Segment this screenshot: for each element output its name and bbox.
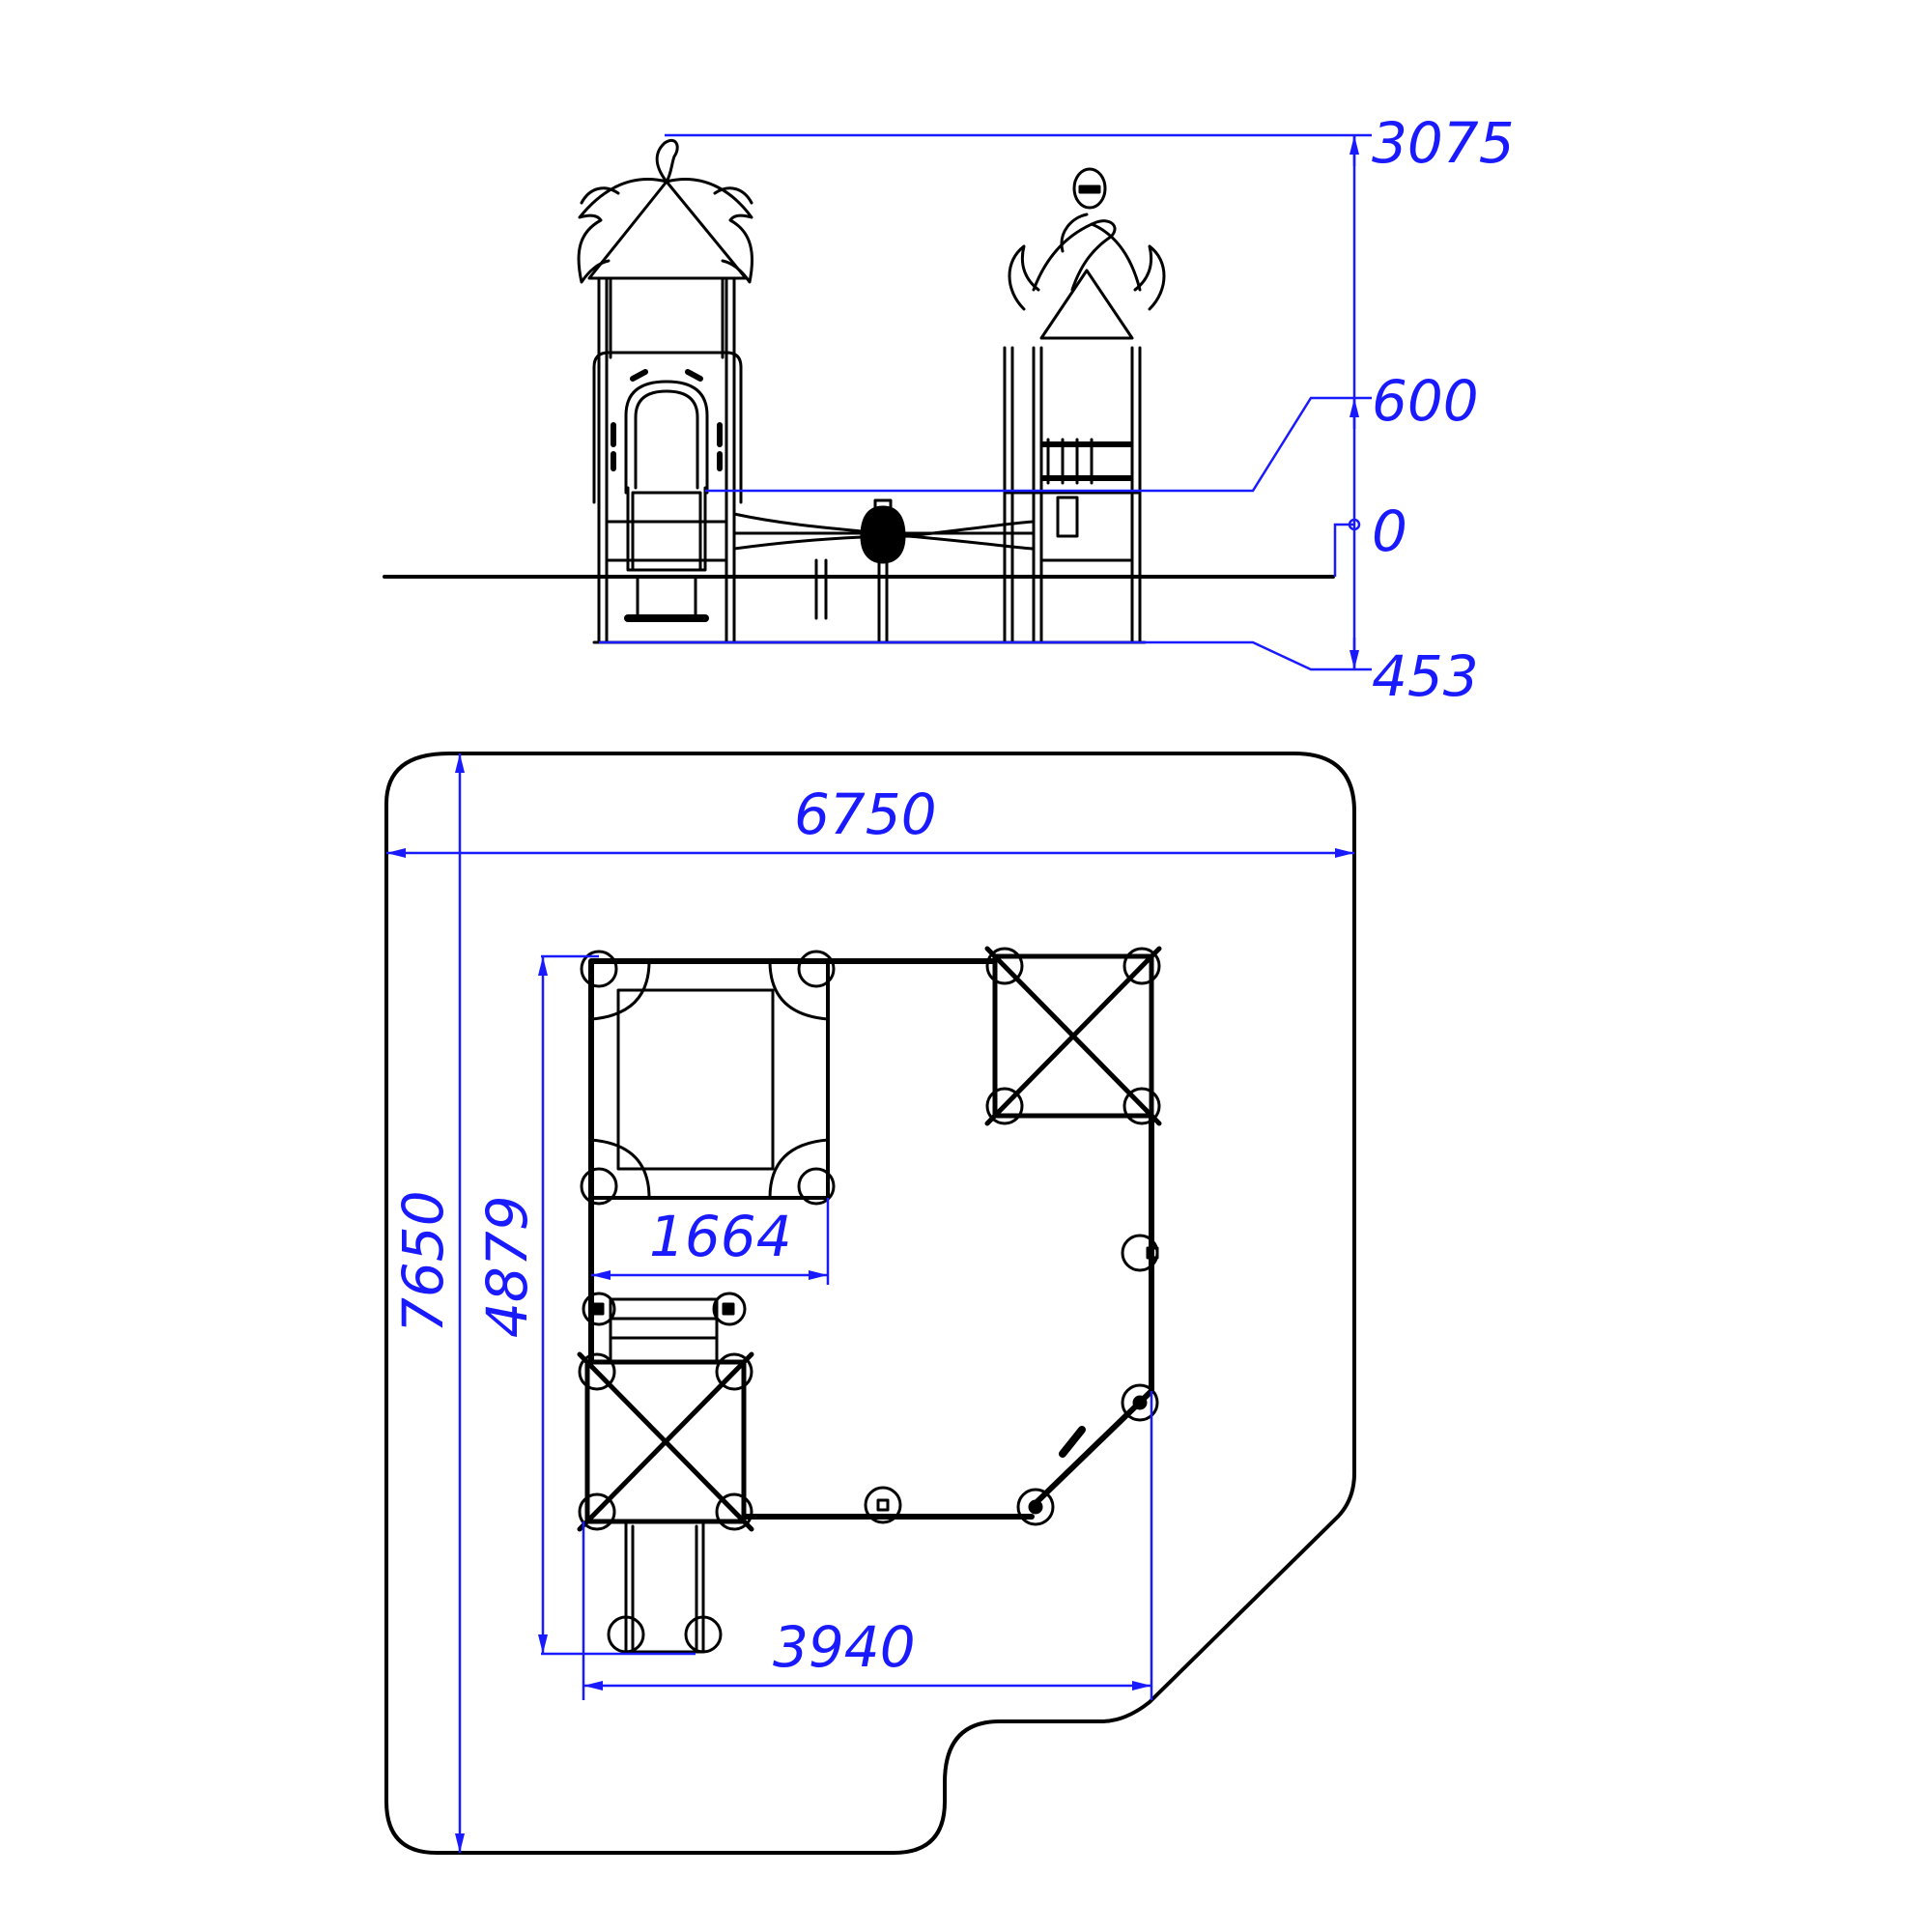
elevation-view: 3075 600 0 453 [383,110,1515,709]
plan-dimensions: 6750 7650 4879 1664 3940 [386,753,1354,1853]
plan-stairs [582,1292,747,1364]
level-platform-label: 600 [1372,368,1479,434]
tower-crossed-bottom-left [577,1351,754,1532]
safety-zone-outline [384,752,1356,1855]
plan-posts [864,1234,1159,1526]
central-post-figure [860,498,906,644]
level-top-label: 3075 [1372,110,1515,176]
dim-total-width: 6750 [794,781,937,847]
elevation-dimensions: 3075 600 0 453 [599,110,1515,709]
tower-crossed-top-right [984,946,1162,1126]
level-foundation-label: 453 [1372,643,1479,709]
dim-total-depth: 7650 [390,1190,456,1333]
tower-open-top-left [580,950,836,1206]
level-ground-label: 0 [1372,498,1407,564]
dim-structure-depth: 4879 [474,1195,540,1338]
right-tower [1003,167,1166,644]
left-tower [577,138,753,644]
dim-tower-width: 1664 [649,1204,792,1269]
dim-structure-width: 3940 [773,1614,916,1680]
plan-slide [607,1520,723,1654]
plan-view: 6750 7650 4879 1664 3940 [384,752,1356,1855]
